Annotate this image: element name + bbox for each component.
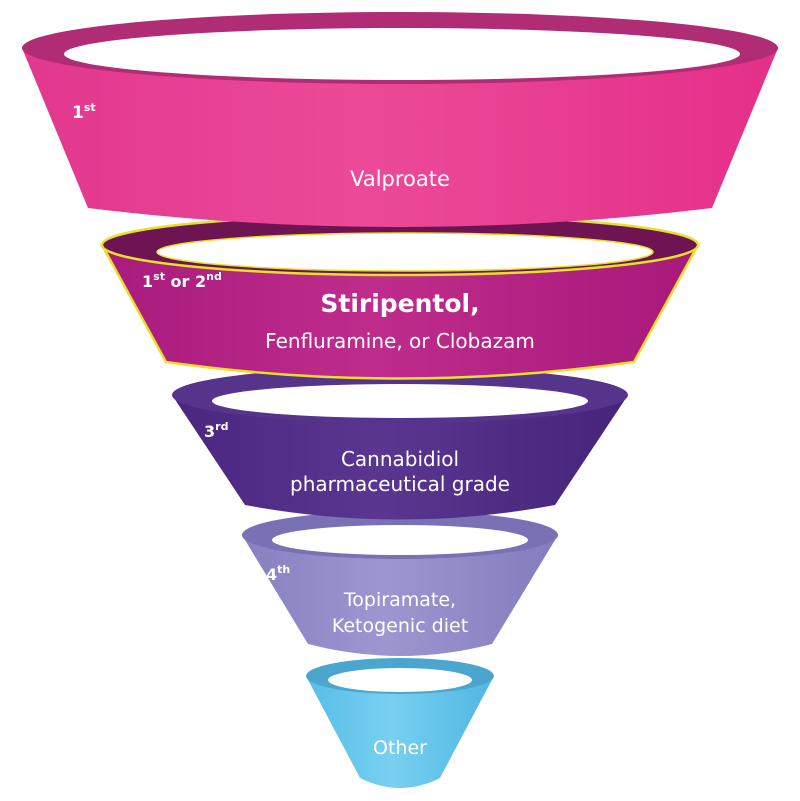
tier-2-rank: 1st or 2nd [142,270,222,291]
funnel-tier-4 [242,511,558,656]
tier-2-label: Fenfluramine, or Clobazam [265,329,535,353]
tier-2-opening [156,232,654,272]
tier-2-title: Stiripentol, [320,289,479,318]
tier-5-label: Other [373,737,427,759]
tier-5-opening [328,668,472,692]
tier-4-rank: 4th [266,563,290,584]
tier-1-rank: 1st [72,101,96,123]
tier-1-label: Valproate [350,167,450,191]
tier-4-opening [272,525,528,555]
tier-3-opening [212,384,588,418]
tier-3-rank: 3rd [204,420,228,441]
tier-4-label-line-1: Topiramate, [343,589,456,611]
tier-3-body [172,395,628,520]
tier-4-body [242,535,558,656]
tier-5-body [306,676,494,788]
tier-3-label-line-2: pharmaceutical grade [290,472,510,496]
funnel-tier-5 [306,658,494,788]
tier-1-body [22,48,778,227]
funnel-tier-1 [22,12,778,227]
tier-3-label-line-1: Cannabidiol [341,447,459,471]
tier-4-label-line-2: Ketogenic diet [332,615,468,637]
funnel-tier-2 [99,213,701,380]
funnel-tier-3 [172,367,628,520]
tier-1-opening [64,28,740,80]
